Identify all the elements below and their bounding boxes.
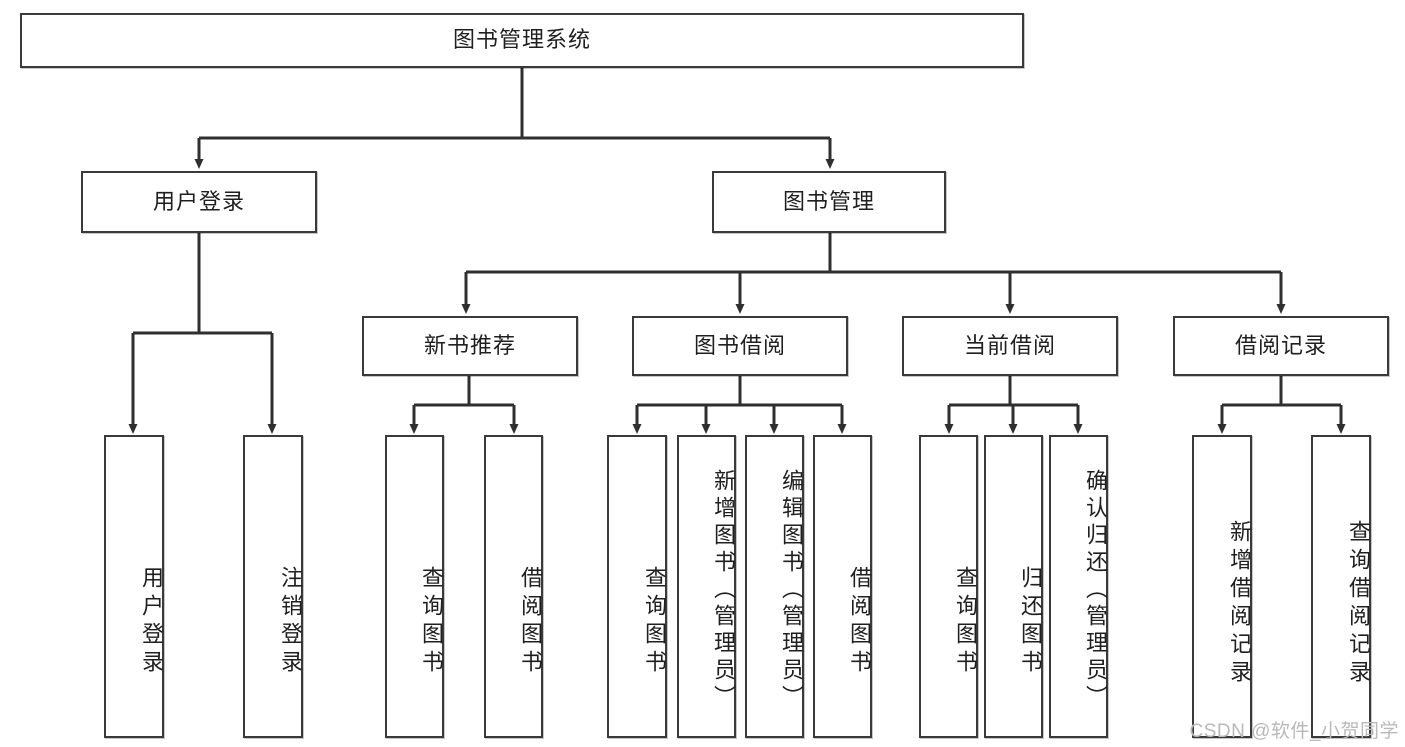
node-current-borrow[interactable]: 当前借阅 bbox=[902, 316, 1118, 376]
leaf-borrow-book-1[interactable]: 借阅图书 bbox=[484, 435, 543, 738]
leaf-user-logout[interactable]: 注销登录 bbox=[243, 435, 303, 738]
node-book-borrow[interactable]: 图书借阅 bbox=[632, 316, 848, 376]
node-label: 图书借阅 bbox=[693, 332, 786, 358]
leaf-return-book[interactable]: 归还图书 bbox=[984, 435, 1043, 738]
node-label: 新增借阅记录 bbox=[1227, 519, 1252, 688]
leaf-query-record[interactable]: 查询借阅记录 bbox=[1311, 435, 1371, 738]
node-label: 确认归还（管理员） bbox=[1083, 469, 1108, 712]
leaf-query-book-1[interactable]: 查询图书 bbox=[385, 435, 444, 738]
node-borrow-record[interactable]: 借阅记录 bbox=[1173, 316, 1389, 376]
leaf-confirm-return[interactable]: 确认归还（管理员） bbox=[1049, 435, 1108, 738]
node-label: 图书管理系统 bbox=[452, 27, 591, 53]
leaf-add-book[interactable]: 新增图书（管理员） bbox=[677, 435, 736, 738]
node-label: 用户登录 bbox=[139, 565, 164, 678]
node-root-system[interactable]: 图书管理系统 bbox=[20, 13, 1024, 68]
node-label: 归还图书 bbox=[1018, 565, 1043, 678]
leaf-add-record[interactable]: 新增借阅记录 bbox=[1192, 435, 1252, 738]
node-label: 查询借阅记录 bbox=[1346, 519, 1371, 688]
node-label: 注销登录 bbox=[278, 565, 303, 678]
node-label: 新增图书（管理员） bbox=[711, 469, 736, 712]
node-label: 借阅记录 bbox=[1234, 332, 1327, 358]
node-label: 借阅图书 bbox=[518, 565, 543, 678]
leaf-edit-book[interactable]: 编辑图书（管理员） bbox=[745, 435, 804, 738]
watermark: CSDN @软件_小贺同学 bbox=[1189, 721, 1399, 742]
leaf-query-book-3[interactable]: 查询图书 bbox=[919, 435, 978, 738]
leaf-user-login[interactable]: 用户登录 bbox=[104, 435, 164, 738]
node-label: 编辑图书（管理员） bbox=[779, 469, 804, 712]
node-label: 用户登录 bbox=[152, 188, 245, 214]
node-label: 新书推荐 bbox=[423, 332, 516, 358]
leaf-borrow-book-2[interactable]: 借阅图书 bbox=[813, 435, 872, 738]
node-label: 当前借阅 bbox=[963, 332, 1056, 358]
node-label: 查询图书 bbox=[642, 565, 667, 678]
leaf-query-book-2[interactable]: 查询图书 bbox=[607, 435, 667, 738]
node-book-manage[interactable]: 图书管理 bbox=[712, 171, 946, 233]
node-label: 查询图书 bbox=[419, 565, 444, 678]
node-user-login[interactable]: 用户登录 bbox=[81, 171, 317, 233]
node-new-book-recommend[interactable]: 新书推荐 bbox=[362, 316, 578, 376]
node-label: 查询图书 bbox=[953, 565, 978, 678]
node-label: 图书管理 bbox=[782, 188, 875, 214]
node-label: 借阅图书 bbox=[847, 565, 872, 678]
